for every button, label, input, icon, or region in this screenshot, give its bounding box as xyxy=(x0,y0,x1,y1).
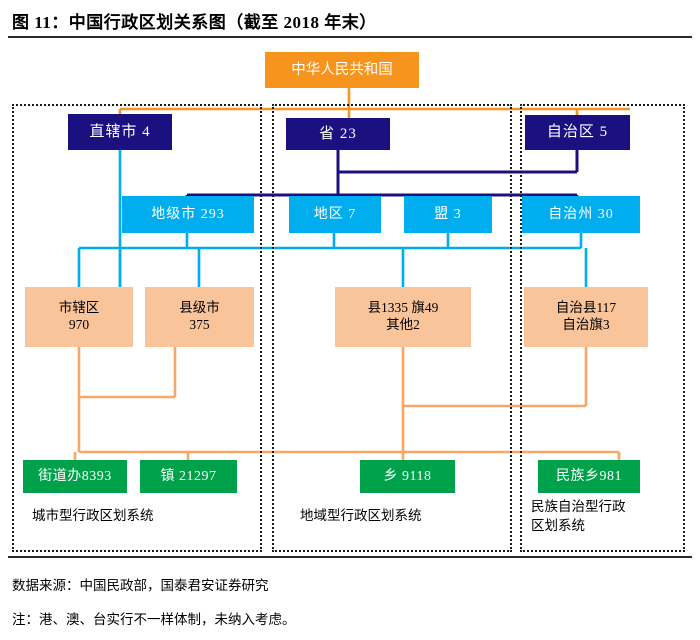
node-ethnic-township[interactable]: 民族乡981 xyxy=(538,460,640,493)
node-township[interactable]: 乡 9118 xyxy=(360,460,455,493)
group-urban xyxy=(12,104,262,552)
node-league[interactable]: 盟 3 xyxy=(404,196,492,233)
node-province[interactable]: 省 23 xyxy=(286,118,390,150)
node-autonomous-prefecture[interactable]: 自治州 30 xyxy=(522,196,640,233)
footer-divider xyxy=(8,556,692,558)
page-title: 图 11：中国行政区划关系图（截至 2018 年末） xyxy=(12,13,377,32)
node-root[interactable]: 中华人民共和国 xyxy=(265,52,419,88)
node-autonomous-region[interactable]: 自治区 5 xyxy=(525,115,630,150)
group-region xyxy=(272,104,512,552)
footnote: 注：港、澳、台实行不一样体制，未纳入考虑。 xyxy=(12,612,296,627)
group-ethnic-label: 民族自治型行政 区划系统 xyxy=(531,499,626,533)
node-subdistrict[interactable]: 街道办8393 xyxy=(23,460,127,493)
node-municipality[interactable]: 直辖市 4 xyxy=(68,114,172,150)
node-county[interactable]: 县1335 旗49 其他2 xyxy=(335,287,471,347)
node-prefecture[interactable]: 地区 7 xyxy=(289,196,381,233)
source-note: 数据来源：中国民政部，国泰君安证券研究 xyxy=(12,578,269,593)
title-divider xyxy=(8,36,692,38)
node-autonomous-county[interactable]: 自治县117 自治旗3 xyxy=(524,287,648,347)
org-chart-canvas: 城市型行政区划系统 地域型行政区划系统 民族自治型行政 区划系统 中华人民共和国… xyxy=(0,40,700,556)
group-urban-label: 城市型行政区划系统 xyxy=(32,508,154,523)
node-town[interactable]: 镇 21297 xyxy=(140,460,237,493)
group-region-label: 地域型行政区划系统 xyxy=(300,508,422,523)
node-county-city[interactable]: 县级市 375 xyxy=(145,287,254,347)
node-district[interactable]: 市辖区 970 xyxy=(25,287,133,347)
node-prefecture-city[interactable]: 地级市 293 xyxy=(122,196,254,233)
group-ethnic xyxy=(520,104,685,552)
